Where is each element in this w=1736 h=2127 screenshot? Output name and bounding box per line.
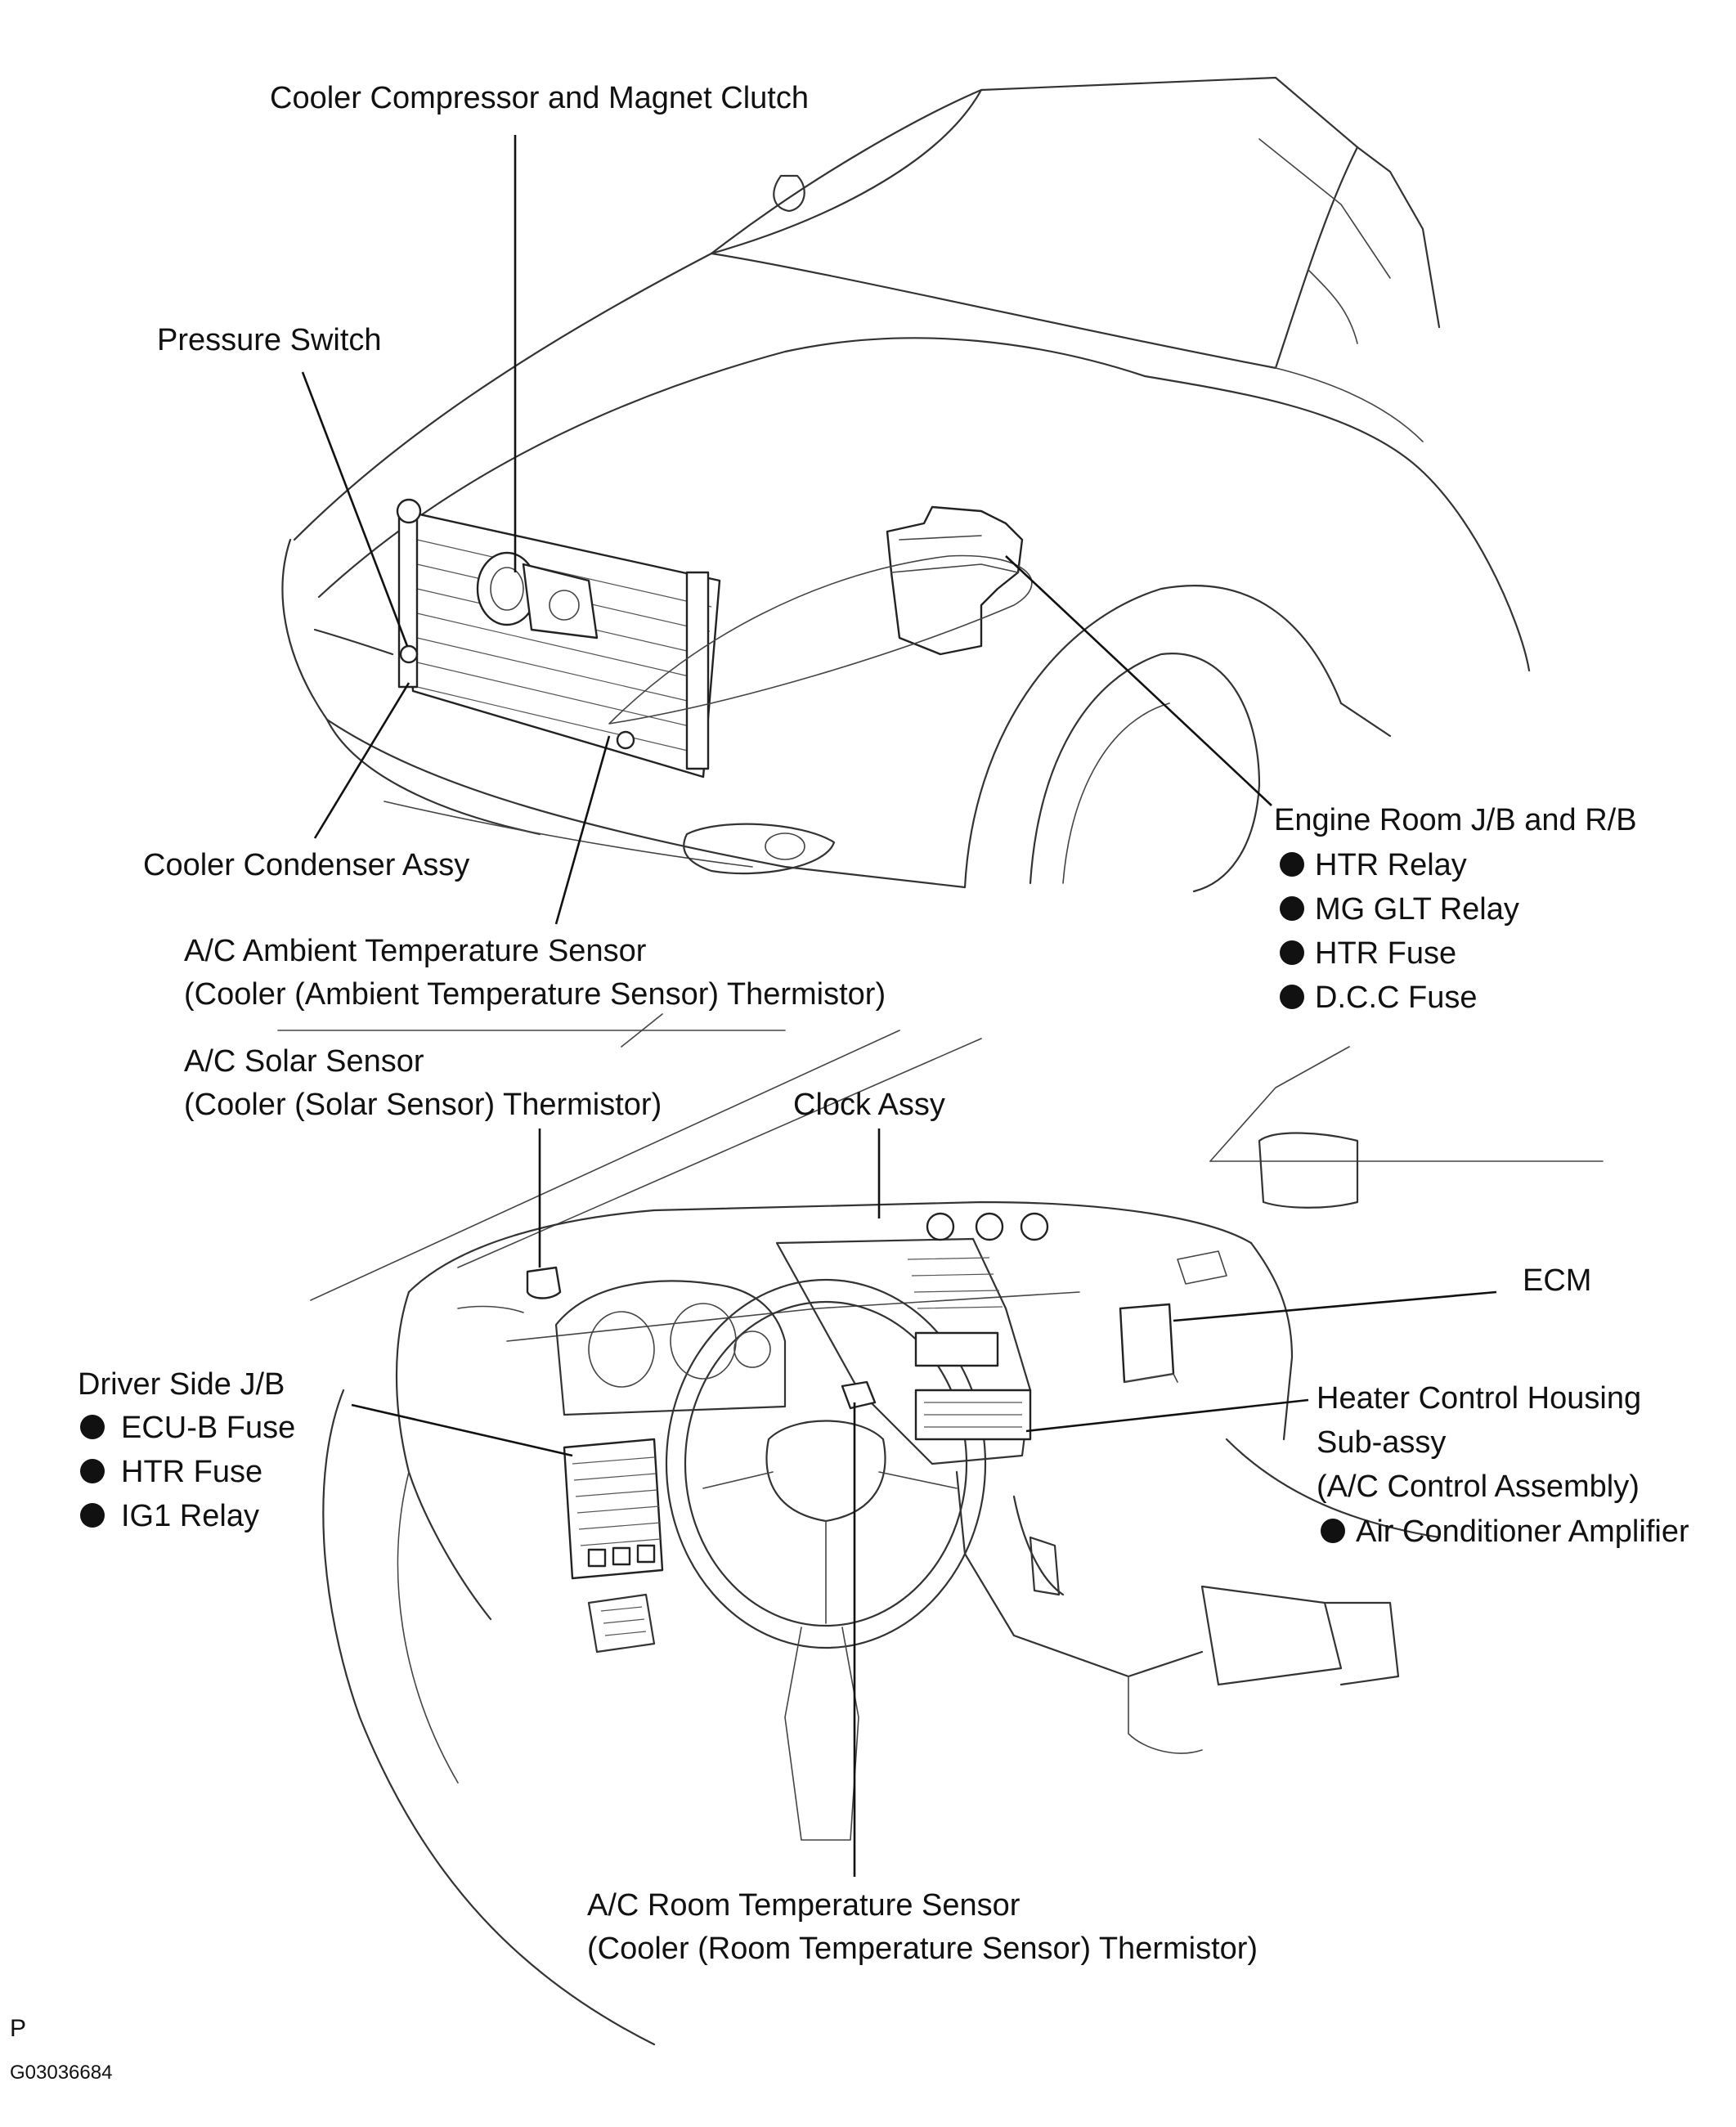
leader-pressure-switch [301, 371, 409, 647]
label-clock: Clock Assy [793, 1088, 945, 1122]
label-solar-sensor-line1: A/C Solar Sensor [184, 1044, 424, 1079]
label-heater-line3: (A/C Control Assembly) [1317, 1470, 1640, 1504]
leader-heater [1025, 1398, 1309, 1433]
leader-condenser [313, 682, 410, 839]
label-engine-room-item: HTR Fuse [1315, 936, 1456, 971]
engine-room-jb-part [886, 505, 1024, 656]
label-heater-item: Air Conditioner Amplifier [1356, 1514, 1689, 1549]
figure-id: G03036684 [10, 2062, 112, 2084]
bullet-icon [1280, 896, 1304, 921]
label-driver-jb-item: ECU-B Fuse [121, 1411, 295, 1445]
label-engine-room-item: HTR Relay [1315, 848, 1467, 882]
bullet-icon [1280, 985, 1304, 1009]
label-pressure-switch: Pressure Switch [157, 323, 382, 357]
label-heater-line1: Heater Control Housing [1317, 1381, 1641, 1416]
leader-ecm [1173, 1290, 1497, 1322]
bullet-icon [80, 1459, 105, 1483]
bullet-icon [80, 1415, 105, 1439]
label-ecm: ECM [1523, 1263, 1591, 1298]
label-room-sensor-line2: (Cooler (Room Temperature Sensor) Thermi… [587, 1932, 1258, 1966]
bullet-icon [1280, 852, 1304, 877]
compressor-part [476, 551, 599, 639]
bullet-icon [1321, 1519, 1345, 1543]
label-heater-line2: Sub-assy [1317, 1425, 1446, 1460]
label-driver-jb-item: HTR Fuse [121, 1455, 262, 1489]
cooler-condenser-part [396, 498, 721, 779]
car-front-illustration [281, 76, 1531, 893]
label-engine-room-item: D.C.C Fuse [1315, 980, 1477, 1015]
label-driver-jb-item: IG1 Relay [121, 1499, 259, 1533]
label-condenser: Cooler Condenser Assy [143, 848, 469, 882]
label-solar-sensor-line2: (Cooler (Solar Sensor) Thermistor) [184, 1088, 662, 1122]
leader-lines [301, 135, 1497, 1877]
label-engine-room-item: MG GLT Relay [1315, 892, 1519, 927]
leader-ambient-sensor [554, 735, 611, 925]
leader-driver-jb [351, 1403, 573, 1457]
bullet-icon [1280, 940, 1304, 965]
label-room-sensor-line1: A/C Room Temperature Sensor [587, 1888, 1021, 1923]
label-ambient-sensor-line1: A/C Ambient Temperature Sensor [184, 934, 647, 968]
label-ambient-sensor-line2: (Cooler (Ambient Temperature Sensor) The… [184, 977, 886, 1012]
label-engine-room-jb: Engine Room J/B and R/B [1274, 803, 1637, 837]
ambient-sensor-wire [608, 554, 1033, 725]
label-driver-jb: Driver Side J/B [78, 1367, 285, 1402]
interior-dash-illustration [277, 1013, 1604, 2046]
leader-engine-room-jb [1005, 555, 1272, 806]
page-letter: P [10, 2015, 26, 2042]
bullet-icon [80, 1503, 105, 1528]
label-compressor: Cooler Compressor and Magnet Clutch [270, 81, 809, 115]
